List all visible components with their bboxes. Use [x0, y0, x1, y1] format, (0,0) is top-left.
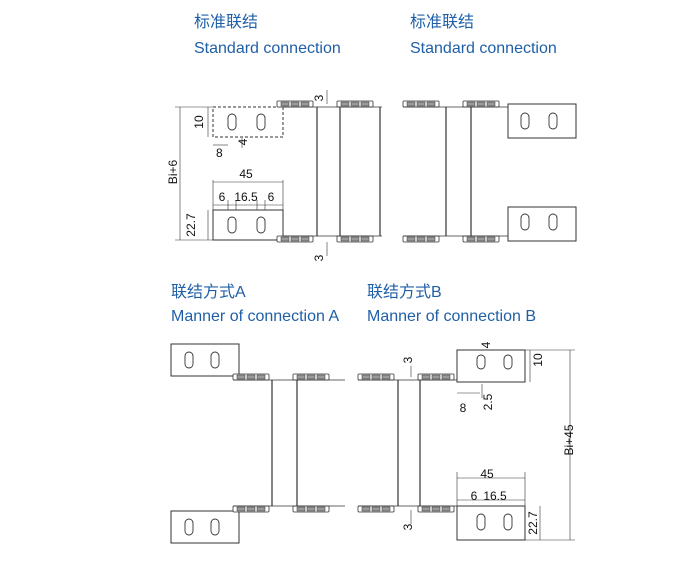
chain-link [462, 235, 500, 243]
chain-link [292, 373, 330, 381]
chain-link [276, 100, 314, 108]
chain-link [336, 100, 374, 108]
manner-b-drawing: 3 3 4 10 8 2.5 Bi+45 45 6 16.5 22.7 [357, 341, 576, 541]
bracket-bottom [170, 510, 240, 544]
dim-offset-8: 8 [460, 401, 467, 415]
standard-right-title-en: Standard connection [410, 40, 557, 57]
dim-offset-2-5: 2.5 [481, 393, 495, 410]
dim-gap-bottom: 3 [401, 523, 415, 530]
standard-right-drawing [402, 100, 577, 243]
dim-gap-bottom: 3 [312, 254, 326, 261]
dim-pitch-16-5: 16.5 [234, 190, 258, 204]
chain-link [336, 235, 374, 243]
dim-hole-4: 4 [236, 138, 250, 145]
manner-b-title-en: Manner of connection B [367, 308, 536, 325]
chain-link [417, 505, 455, 513]
chain-link [292, 505, 330, 513]
chain-link [232, 505, 270, 513]
chain-link [402, 235, 440, 243]
standard-left-drawing: 3 3 10 4 8 Bi+6 45 6 16.5 6 22.7 [166, 90, 382, 261]
dim-edge-6: 6 [471, 489, 478, 503]
manner-a-title-en: Manner of connection A [171, 308, 340, 325]
standard-right-title-cn: 标准联结 [410, 14, 475, 31]
standard-left-title-en: Standard connection [194, 40, 341, 57]
chain-link [232, 373, 270, 381]
chain-link [357, 373, 395, 381]
chain-link [276, 235, 314, 243]
chain-link [462, 100, 500, 108]
bracket-bottom [456, 505, 526, 541]
chain-link [417, 373, 455, 381]
dim-gap-top: 3 [312, 94, 326, 101]
standard-left-title-cn: 标准联结 [194, 14, 259, 31]
bracket-bottom [507, 206, 577, 242]
dim-hole-4: 4 [479, 341, 493, 348]
bracket-top [456, 349, 526, 383]
bracket-top [212, 106, 284, 138]
dim-height-10: 10 [531, 353, 545, 367]
chain-link [402, 100, 440, 108]
chain-link [357, 505, 395, 513]
manner-a-title-cn: 联结方式A [171, 284, 246, 301]
dim-offset-8: 8 [216, 146, 223, 160]
manner-b-title-cn: 联结方式B [367, 284, 442, 301]
bracket-top [507, 103, 577, 139]
dim-height-22-7: 22.7 [184, 213, 198, 237]
manner-a-drawing [170, 343, 345, 544]
dim-width-bi: Bi+6 [166, 160, 180, 185]
bracket-top [170, 343, 240, 377]
dim-width-bi: Bi+45 [562, 424, 576, 455]
dim-height-22-7: 22.7 [526, 511, 540, 535]
dim-gap-top: 3 [401, 356, 415, 363]
dim-edge-6b: 6 [268, 190, 275, 204]
dim-total-45: 45 [480, 467, 494, 481]
dim-height-10: 10 [192, 115, 206, 129]
dim-total-45: 45 [239, 167, 253, 181]
dim-pitch-16-5: 16.5 [483, 489, 507, 503]
dim-edge-6a: 6 [219, 190, 226, 204]
bracket-bottom [212, 209, 284, 241]
